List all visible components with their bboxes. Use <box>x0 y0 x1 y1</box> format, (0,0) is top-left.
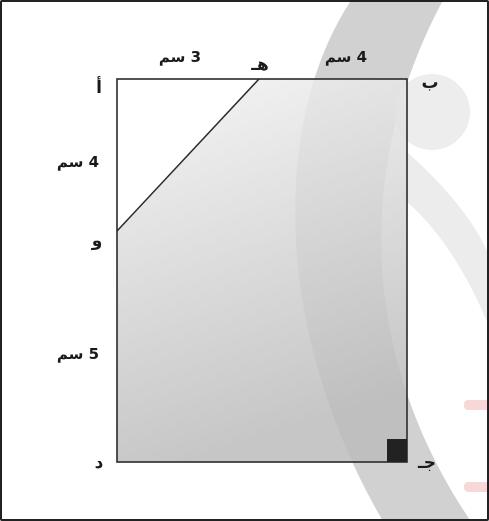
right-angle-marker <box>387 439 407 462</box>
cut-line <box>116 78 260 232</box>
vertex-label-b: ب <box>421 73 438 93</box>
vertex-label-h: هـ <box>250 55 269 75</box>
measure-label-hb: 4 سم <box>325 48 367 66</box>
shaded-region <box>117 79 407 462</box>
vertex-label-w: و <box>91 231 103 251</box>
vertex-label-c: جـ <box>417 453 436 473</box>
rectangle-outline <box>116 78 408 463</box>
measure-label-aw: 4 سم <box>57 153 99 171</box>
measure-label-wd: 5 سم <box>57 345 99 363</box>
vertex-label-a: أ <box>96 76 102 98</box>
measure-label-ah: 3 سم <box>159 48 201 66</box>
vertex-label-d: د <box>95 453 104 473</box>
